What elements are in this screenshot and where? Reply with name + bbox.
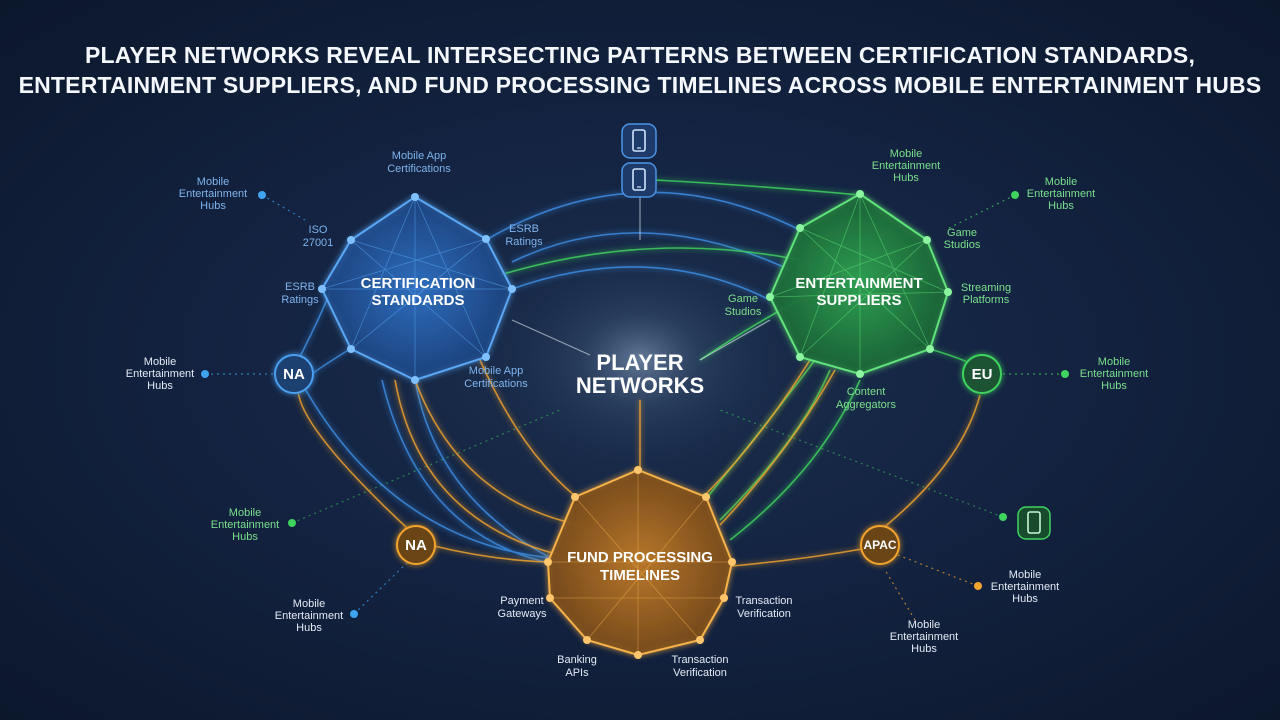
entertainment-hub: ENTERTAINMENT SUPPLIERS bbox=[766, 190, 952, 378]
center-title-line-1: PLAYER bbox=[596, 350, 683, 375]
label-tv-bottom-1: Transaction bbox=[671, 654, 728, 666]
phone-icon[interactable] bbox=[621, 162, 657, 198]
svg-text:Hubs: Hubs bbox=[1101, 380, 1127, 392]
svg-text:Entertainment: Entertainment bbox=[211, 519, 279, 531]
label-mobile-app-cert-top-1: Mobile App bbox=[392, 150, 446, 162]
entertainment-title-line-2: SUPPLIERS bbox=[816, 292, 901, 309]
phone-icon[interactable] bbox=[621, 123, 657, 159]
svg-text:Hubs: Hubs bbox=[1012, 593, 1038, 605]
svg-text:Entertainment: Entertainment bbox=[179, 188, 247, 200]
svg-text:Entertainment: Entertainment bbox=[991, 581, 1059, 593]
svg-text:Hubs: Hubs bbox=[200, 200, 226, 212]
hub-label-bottom-left: Mobile Entertainment Hubs bbox=[275, 598, 343, 634]
svg-text:Mobile: Mobile bbox=[1045, 176, 1077, 188]
region-apac-label: APAC bbox=[863, 538, 896, 552]
region-badge-na-orange[interactable]: NA bbox=[396, 525, 436, 565]
label-streaming-1: Streaming bbox=[961, 282, 1011, 294]
label-game-studios-left-1: Game bbox=[728, 293, 758, 305]
certification-arcs bbox=[292, 191, 801, 581]
hub-label-lower-left: Mobile Entertainment Hubs bbox=[211, 507, 279, 543]
label-game-studios-right-1: Game bbox=[947, 227, 977, 239]
label-esrb-right-1: ESRB bbox=[509, 223, 539, 235]
svg-text:Entertainment: Entertainment bbox=[275, 610, 343, 622]
svg-text:Entertainment: Entertainment bbox=[126, 368, 194, 380]
region-badge-na-blue[interactable]: NA bbox=[274, 354, 314, 394]
fund-title-line-2: TIMELINES bbox=[600, 567, 680, 584]
label-esrb-left-2: Ratings bbox=[281, 294, 319, 306]
label-esrb-right-2: Ratings bbox=[505, 236, 543, 248]
svg-text:Mobile: Mobile bbox=[293, 598, 325, 610]
label-game-studios-right-2: Studios bbox=[944, 239, 981, 251]
fund-title-line-1: FUND PROCESSING bbox=[567, 549, 713, 566]
region-badge-apac[interactable]: APAC bbox=[860, 525, 900, 565]
entertainment-labels: Mobile Entertainment Hubs Game Studios G… bbox=[725, 148, 1011, 411]
label-esrb-left-1: ESRB bbox=[285, 281, 315, 293]
label-tv-bottom-2: Verification bbox=[673, 667, 727, 679]
svg-text:Hubs: Hubs bbox=[147, 380, 173, 392]
label-iso-1: ISO bbox=[309, 224, 328, 236]
label-ent-hubs-3: Hubs bbox=[893, 172, 919, 184]
certification-title-line-1: CERTIFICATION bbox=[361, 275, 476, 292]
hub-label-top-right: Mobile Entertainment Hubs bbox=[1027, 176, 1095, 212]
label-streaming-2: Platforms bbox=[963, 294, 1010, 306]
label-banking-1: Banking bbox=[557, 654, 597, 666]
svg-text:Mobile: Mobile bbox=[197, 176, 229, 188]
svg-text:Mobile: Mobile bbox=[1009, 569, 1041, 581]
fund-arcs bbox=[297, 359, 981, 567]
svg-text:Mobile: Mobile bbox=[229, 507, 261, 519]
title-line-1: PLAYER NETWORKS REVEAL INTERSECTING PATT… bbox=[84, 42, 1196, 68]
label-tv-right-1: Transaction bbox=[735, 595, 792, 607]
hub-label-bottom-right-1: Mobile Entertainment Hubs bbox=[991, 569, 1059, 605]
region-na-orange-label: NA bbox=[405, 537, 427, 554]
label-banking-2: APIs bbox=[565, 667, 589, 679]
region-eu-label: EU bbox=[972, 366, 993, 383]
svg-text:Entertainment: Entertainment bbox=[1080, 368, 1148, 380]
certification-title-line-2: STANDARDS bbox=[371, 292, 464, 309]
hub-dots bbox=[201, 191, 1069, 618]
label-content-1: Content bbox=[847, 386, 886, 398]
svg-text:Mobile: Mobile bbox=[908, 619, 940, 631]
svg-text:Hubs: Hubs bbox=[296, 622, 322, 634]
label-payment-1: Payment bbox=[500, 595, 543, 607]
region-badge-eu[interactable]: EU bbox=[962, 354, 1002, 394]
center-glow bbox=[490, 240, 790, 480]
hub-dotted-connectors bbox=[205, 194, 1065, 621]
label-tv-right-2: Verification bbox=[737, 608, 791, 620]
certification-labels: Mobile App Certifications ISO 27001 ESRB… bbox=[281, 150, 543, 390]
svg-text:Entertainment: Entertainment bbox=[1027, 188, 1095, 200]
label-iso-2: 27001 bbox=[303, 237, 334, 249]
fund-labels: Payment Gateways Banking APIs Transactio… bbox=[498, 595, 793, 679]
entertainment-title-line-1: ENTERTAINMENT bbox=[795, 275, 922, 292]
diagram-title: PLAYER NETWORKS REVEAL INTERSECTING PATT… bbox=[0, 40, 1280, 100]
svg-text:Mobile: Mobile bbox=[1098, 356, 1130, 368]
hub-label-right: Mobile Entertainment Hubs bbox=[1080, 356, 1148, 392]
title-line-2: ENTERTAINMENT SUPPLIERS, AND FUND PROCES… bbox=[18, 72, 1262, 98]
svg-text:Entertainment: Entertainment bbox=[890, 631, 958, 643]
certification-hub: CERTIFICATION STANDARDS bbox=[318, 193, 516, 384]
label-mobile-app-cert-bottom-2: Certifications bbox=[464, 378, 528, 390]
player-networks-node: PLAYER NETWORKS bbox=[576, 350, 704, 398]
fund-hub: FUND PROCESSING TIMELINES bbox=[544, 466, 736, 659]
hub-label-bottom-right-2: Mobile Entertainment Hubs bbox=[890, 619, 958, 655]
center-connectors bbox=[511, 196, 771, 361]
svg-text:Hubs: Hubs bbox=[232, 531, 258, 543]
hub-label-top-left: Mobile Entertainment Hubs bbox=[179, 176, 247, 212]
label-payment-2: Gateways bbox=[498, 608, 547, 620]
svg-text:Hubs: Hubs bbox=[911, 643, 937, 655]
label-content-2: Aggregators bbox=[836, 399, 896, 411]
hub-label-left: Mobile Entertainment Hubs bbox=[126, 356, 194, 392]
center-title-line-2: NETWORKS bbox=[576, 373, 704, 398]
label-ent-hubs-2: Entertainment bbox=[872, 160, 940, 172]
svg-text:Mobile: Mobile bbox=[144, 356, 176, 368]
phone-icon[interactable] bbox=[1017, 506, 1051, 540]
region-na-blue-label: NA bbox=[283, 366, 305, 383]
hub-labels: Mobile Entertainment Hubs Mobile Enterta… bbox=[126, 176, 1148, 655]
label-mobile-app-cert-bottom-1: Mobile App bbox=[469, 365, 523, 377]
label-mobile-app-cert-top-2: Certifications bbox=[387, 163, 451, 175]
label-game-studios-left-2: Studios bbox=[725, 306, 762, 318]
label-ent-hubs-1: Mobile bbox=[890, 148, 922, 160]
svg-text:Hubs: Hubs bbox=[1048, 200, 1074, 212]
